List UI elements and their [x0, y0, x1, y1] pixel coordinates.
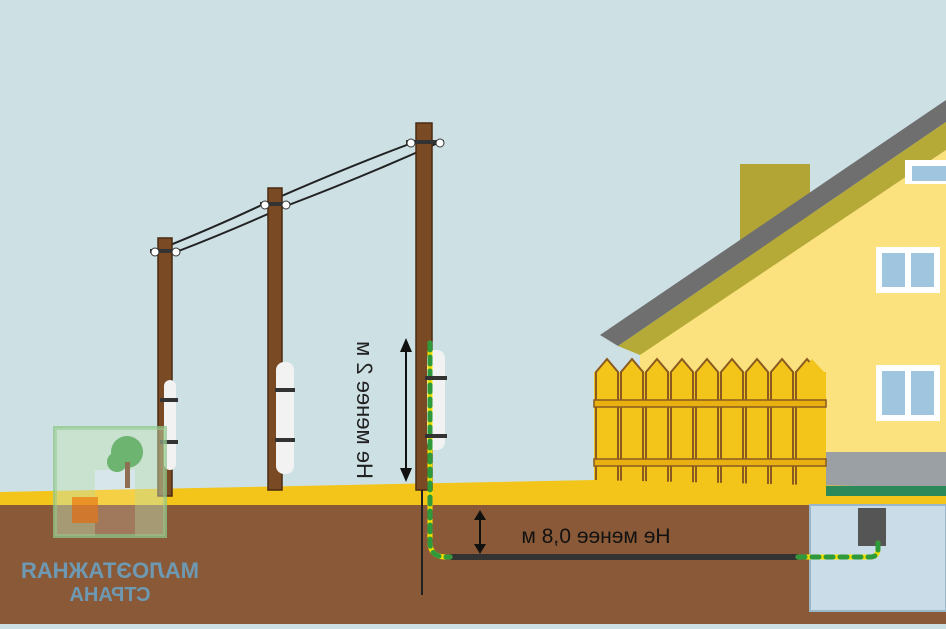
watermark-logo — [53, 426, 167, 538]
depth-dimension-arrow — [474, 510, 486, 554]
pole-2 — [260, 187, 295, 491]
window-lower — [876, 365, 940, 421]
grounding-cable — [427, 340, 881, 560]
soil — [0, 505, 946, 624]
depth-label: Не менее 0,8 м — [521, 525, 670, 548]
window-upper — [876, 247, 940, 293]
lawn-edge — [826, 486, 946, 496]
pole-1-strap — [160, 398, 178, 444]
roof-underside — [618, 122, 946, 355]
basement-box — [858, 508, 886, 546]
height-dimension-arrow — [400, 338, 412, 482]
house-foundation — [826, 452, 946, 488]
height-label: Не менее 2 м — [352, 341, 377, 479]
roof — [600, 100, 946, 346]
window-attic — [905, 160, 946, 184]
ground-stripe — [0, 480, 946, 505]
fence — [593, 357, 827, 496]
watermark-line1: МАЛОЭТАЖНАЯ — [21, 558, 199, 583]
watermark-text: МАЛОЭТАЖНАЯ СТРАНА — [21, 558, 199, 606]
watermark-line2: СТРАНА — [69, 584, 150, 606]
pole-3-straps — [425, 376, 447, 438]
